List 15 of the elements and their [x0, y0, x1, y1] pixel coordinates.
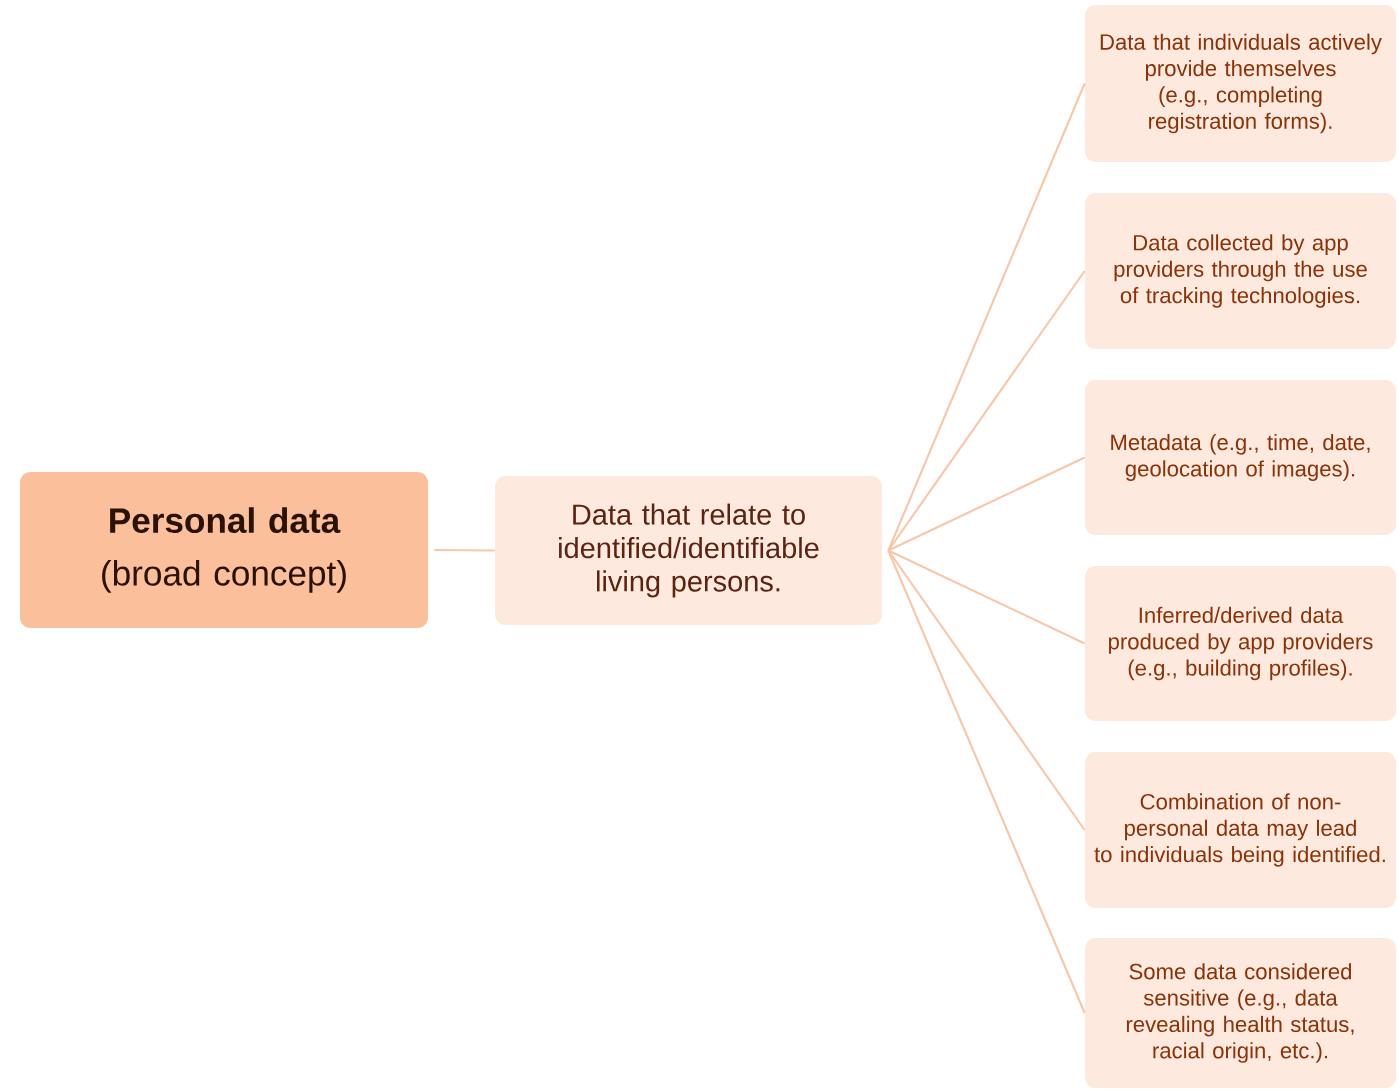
connector-line	[887, 549, 1086, 831]
category-box: Some data considered sensitive (e.g., data revealing health status, racial origin, etc.).	[1085, 938, 1396, 1088]
connector-line	[887, 549, 1086, 645]
concept-box: Personal data (broad concept)	[20, 472, 428, 628]
category-box: Data that individuals actively provide themselves (e.g., completing registration forms).	[1085, 5, 1396, 162]
category-box: Inferred/derived data produced by app providers (e.g., building profiles).	[1085, 566, 1396, 721]
definition-box: Data that relate to identified/identifiable living persons.	[495, 476, 882, 625]
connector-line	[887, 83, 1086, 551]
connector-line	[434, 548, 495, 552]
category-box: Metadata (e.g., time, date, geolocation of images).	[1085, 380, 1396, 535]
connector-line	[887, 270, 1086, 552]
connector-line	[887, 550, 1086, 1014]
category-box: Data collected by app providers through the use of tracking technologies.	[1085, 193, 1396, 349]
connector-line	[887, 456, 1086, 552]
category-box: Combination of non-personal data may lead to individuals being identified.	[1085, 752, 1396, 908]
